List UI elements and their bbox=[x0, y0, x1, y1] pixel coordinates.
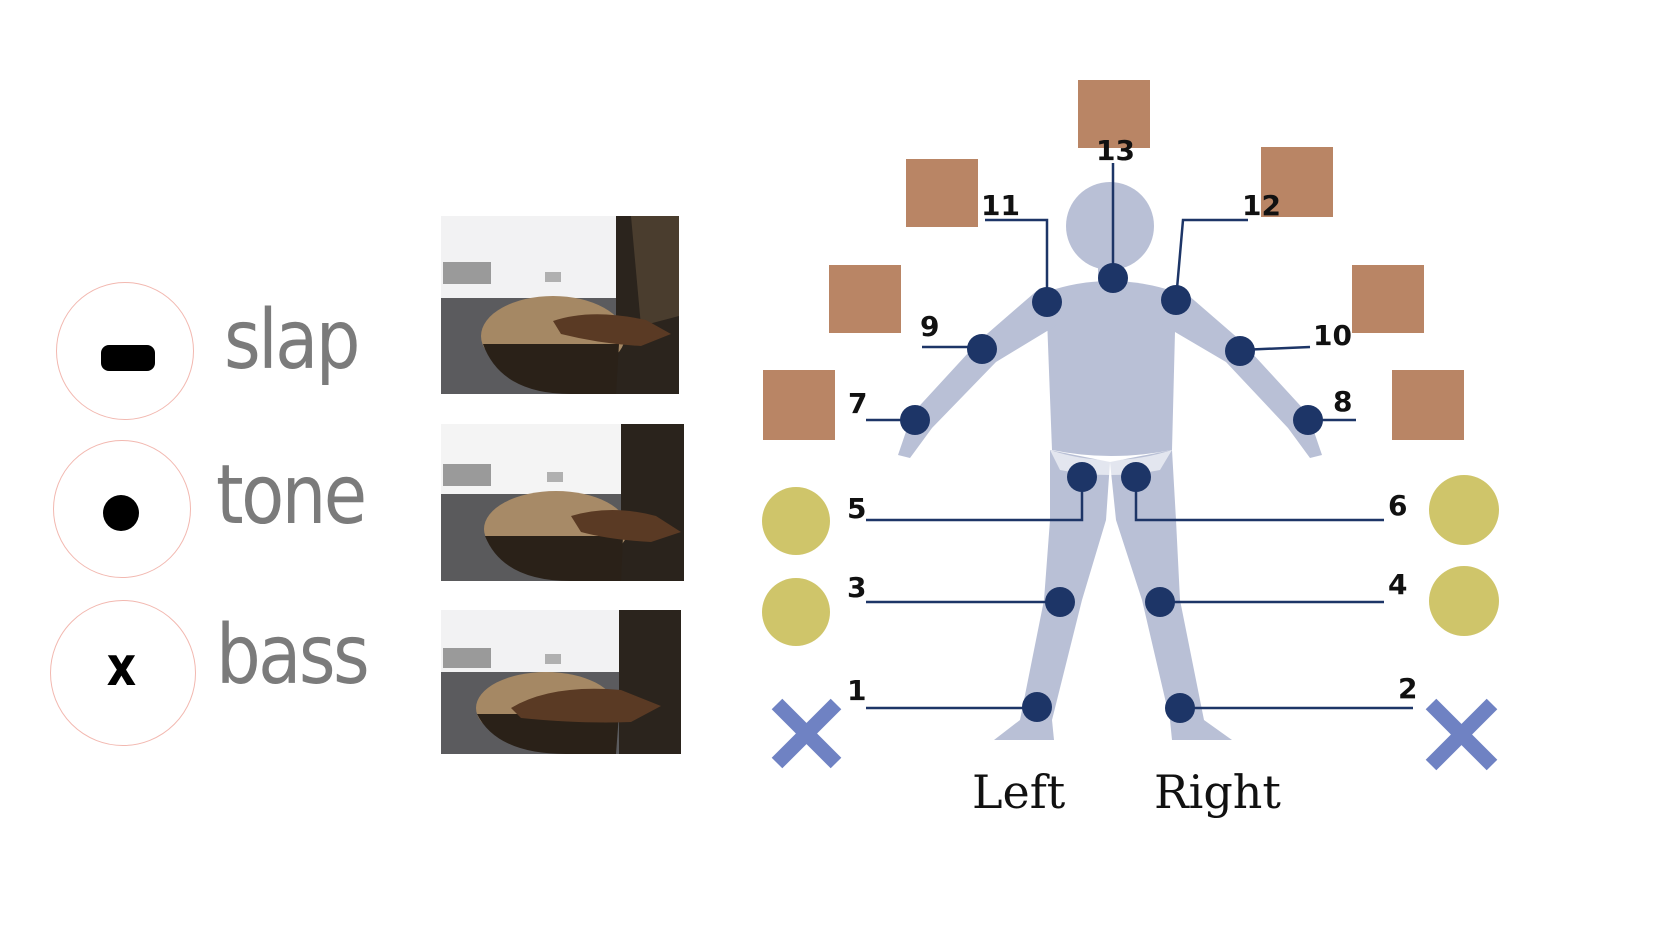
joint-label-13: 13 bbox=[1096, 134, 1135, 167]
photo-slap-technique bbox=[441, 216, 679, 394]
figure-right-arm bbox=[1158, 288, 1322, 458]
joint-12-right-shoulder bbox=[1161, 285, 1191, 315]
leader-line-11 bbox=[985, 218, 1049, 302]
joint-1-left-ankle bbox=[1022, 692, 1052, 722]
slap-marker-right-shoulder bbox=[1261, 147, 1333, 217]
joint-label-8: 8 bbox=[1333, 385, 1352, 418]
figure-torso bbox=[1046, 281, 1176, 456]
joint-label-10: 10 bbox=[1313, 319, 1352, 352]
joint-label-4: 4 bbox=[1388, 568, 1407, 601]
joint-13-neck bbox=[1098, 263, 1128, 293]
slap-bar-icon bbox=[101, 345, 155, 371]
tone-marker-left-hip bbox=[762, 487, 830, 555]
slap-marker-right-wrist bbox=[1392, 370, 1464, 440]
side-label-right: Right bbox=[1154, 765, 1281, 819]
photo-tone-technique bbox=[441, 424, 684, 581]
tone-marker-right-hip bbox=[1429, 475, 1499, 545]
tone-marker-right-knee bbox=[1429, 566, 1499, 636]
joint-label-12: 12 bbox=[1242, 189, 1281, 222]
djembe-slap-drawing bbox=[441, 216, 679, 394]
djembe-tone-drawing bbox=[441, 424, 684, 581]
joint-label-7: 7 bbox=[848, 387, 867, 420]
joint-4-right-knee bbox=[1145, 587, 1175, 617]
leader-line-12 bbox=[1174, 218, 1248, 301]
slap-marker-left-shoulder bbox=[906, 159, 978, 227]
joint-8-right-wrist bbox=[1293, 405, 1323, 435]
figure-head bbox=[1066, 182, 1154, 270]
joint-leader-lines bbox=[866, 163, 1413, 710]
joint-label-9: 9 bbox=[920, 310, 939, 343]
tone-markers bbox=[762, 475, 1499, 646]
joint-11-left-shoulder bbox=[1032, 287, 1062, 317]
legend-label-bass: bass bbox=[216, 608, 370, 703]
figure-left-arm bbox=[898, 288, 1062, 458]
bass-marker-left-ankle bbox=[771, 698, 842, 769]
bass-markers bbox=[771, 698, 1498, 771]
side-label-left: Left bbox=[972, 765, 1066, 819]
bass-x-icon: x bbox=[106, 635, 137, 698]
joints bbox=[900, 263, 1323, 723]
joint-label-11: 11 bbox=[981, 189, 1020, 222]
leader-line-5 bbox=[866, 477, 1084, 522]
legend-label-slap: slap bbox=[224, 293, 361, 388]
bass-marker-right-ankle bbox=[1425, 698, 1498, 771]
joint-6-right-hip bbox=[1121, 462, 1151, 492]
legend-label-tone: tone bbox=[216, 448, 367, 543]
joint-number-labels: 13 11 12 9 10 7 8 5 6 3 4 1 2 bbox=[847, 134, 1417, 707]
joint-label-5: 5 bbox=[847, 492, 866, 525]
slap-marker-right-elbow bbox=[1352, 265, 1424, 333]
photo-bass-technique bbox=[441, 610, 681, 754]
joint-3-left-knee bbox=[1045, 587, 1075, 617]
joint-label-1: 1 bbox=[847, 674, 866, 707]
slap-marker-left-elbow bbox=[829, 265, 901, 333]
tone-dot-icon bbox=[103, 495, 139, 531]
joint-7-left-wrist bbox=[900, 405, 930, 435]
joint-9-left-elbow bbox=[967, 334, 997, 364]
slap-marker-neck bbox=[1078, 80, 1150, 148]
joint-label-2: 2 bbox=[1398, 672, 1417, 705]
joint-label-3: 3 bbox=[847, 571, 866, 604]
slap-marker-left-wrist bbox=[763, 370, 835, 440]
slap-markers bbox=[763, 80, 1464, 440]
tone-marker-left-knee bbox=[762, 578, 830, 646]
bass-symbol-circle bbox=[50, 600, 196, 746]
joint-label-6: 6 bbox=[1388, 489, 1407, 522]
joint-2-right-ankle bbox=[1165, 693, 1195, 723]
joint-10-right-elbow bbox=[1225, 336, 1255, 366]
joint-5-left-hip bbox=[1067, 462, 1097, 492]
djembe-bass-drawing bbox=[441, 610, 681, 754]
